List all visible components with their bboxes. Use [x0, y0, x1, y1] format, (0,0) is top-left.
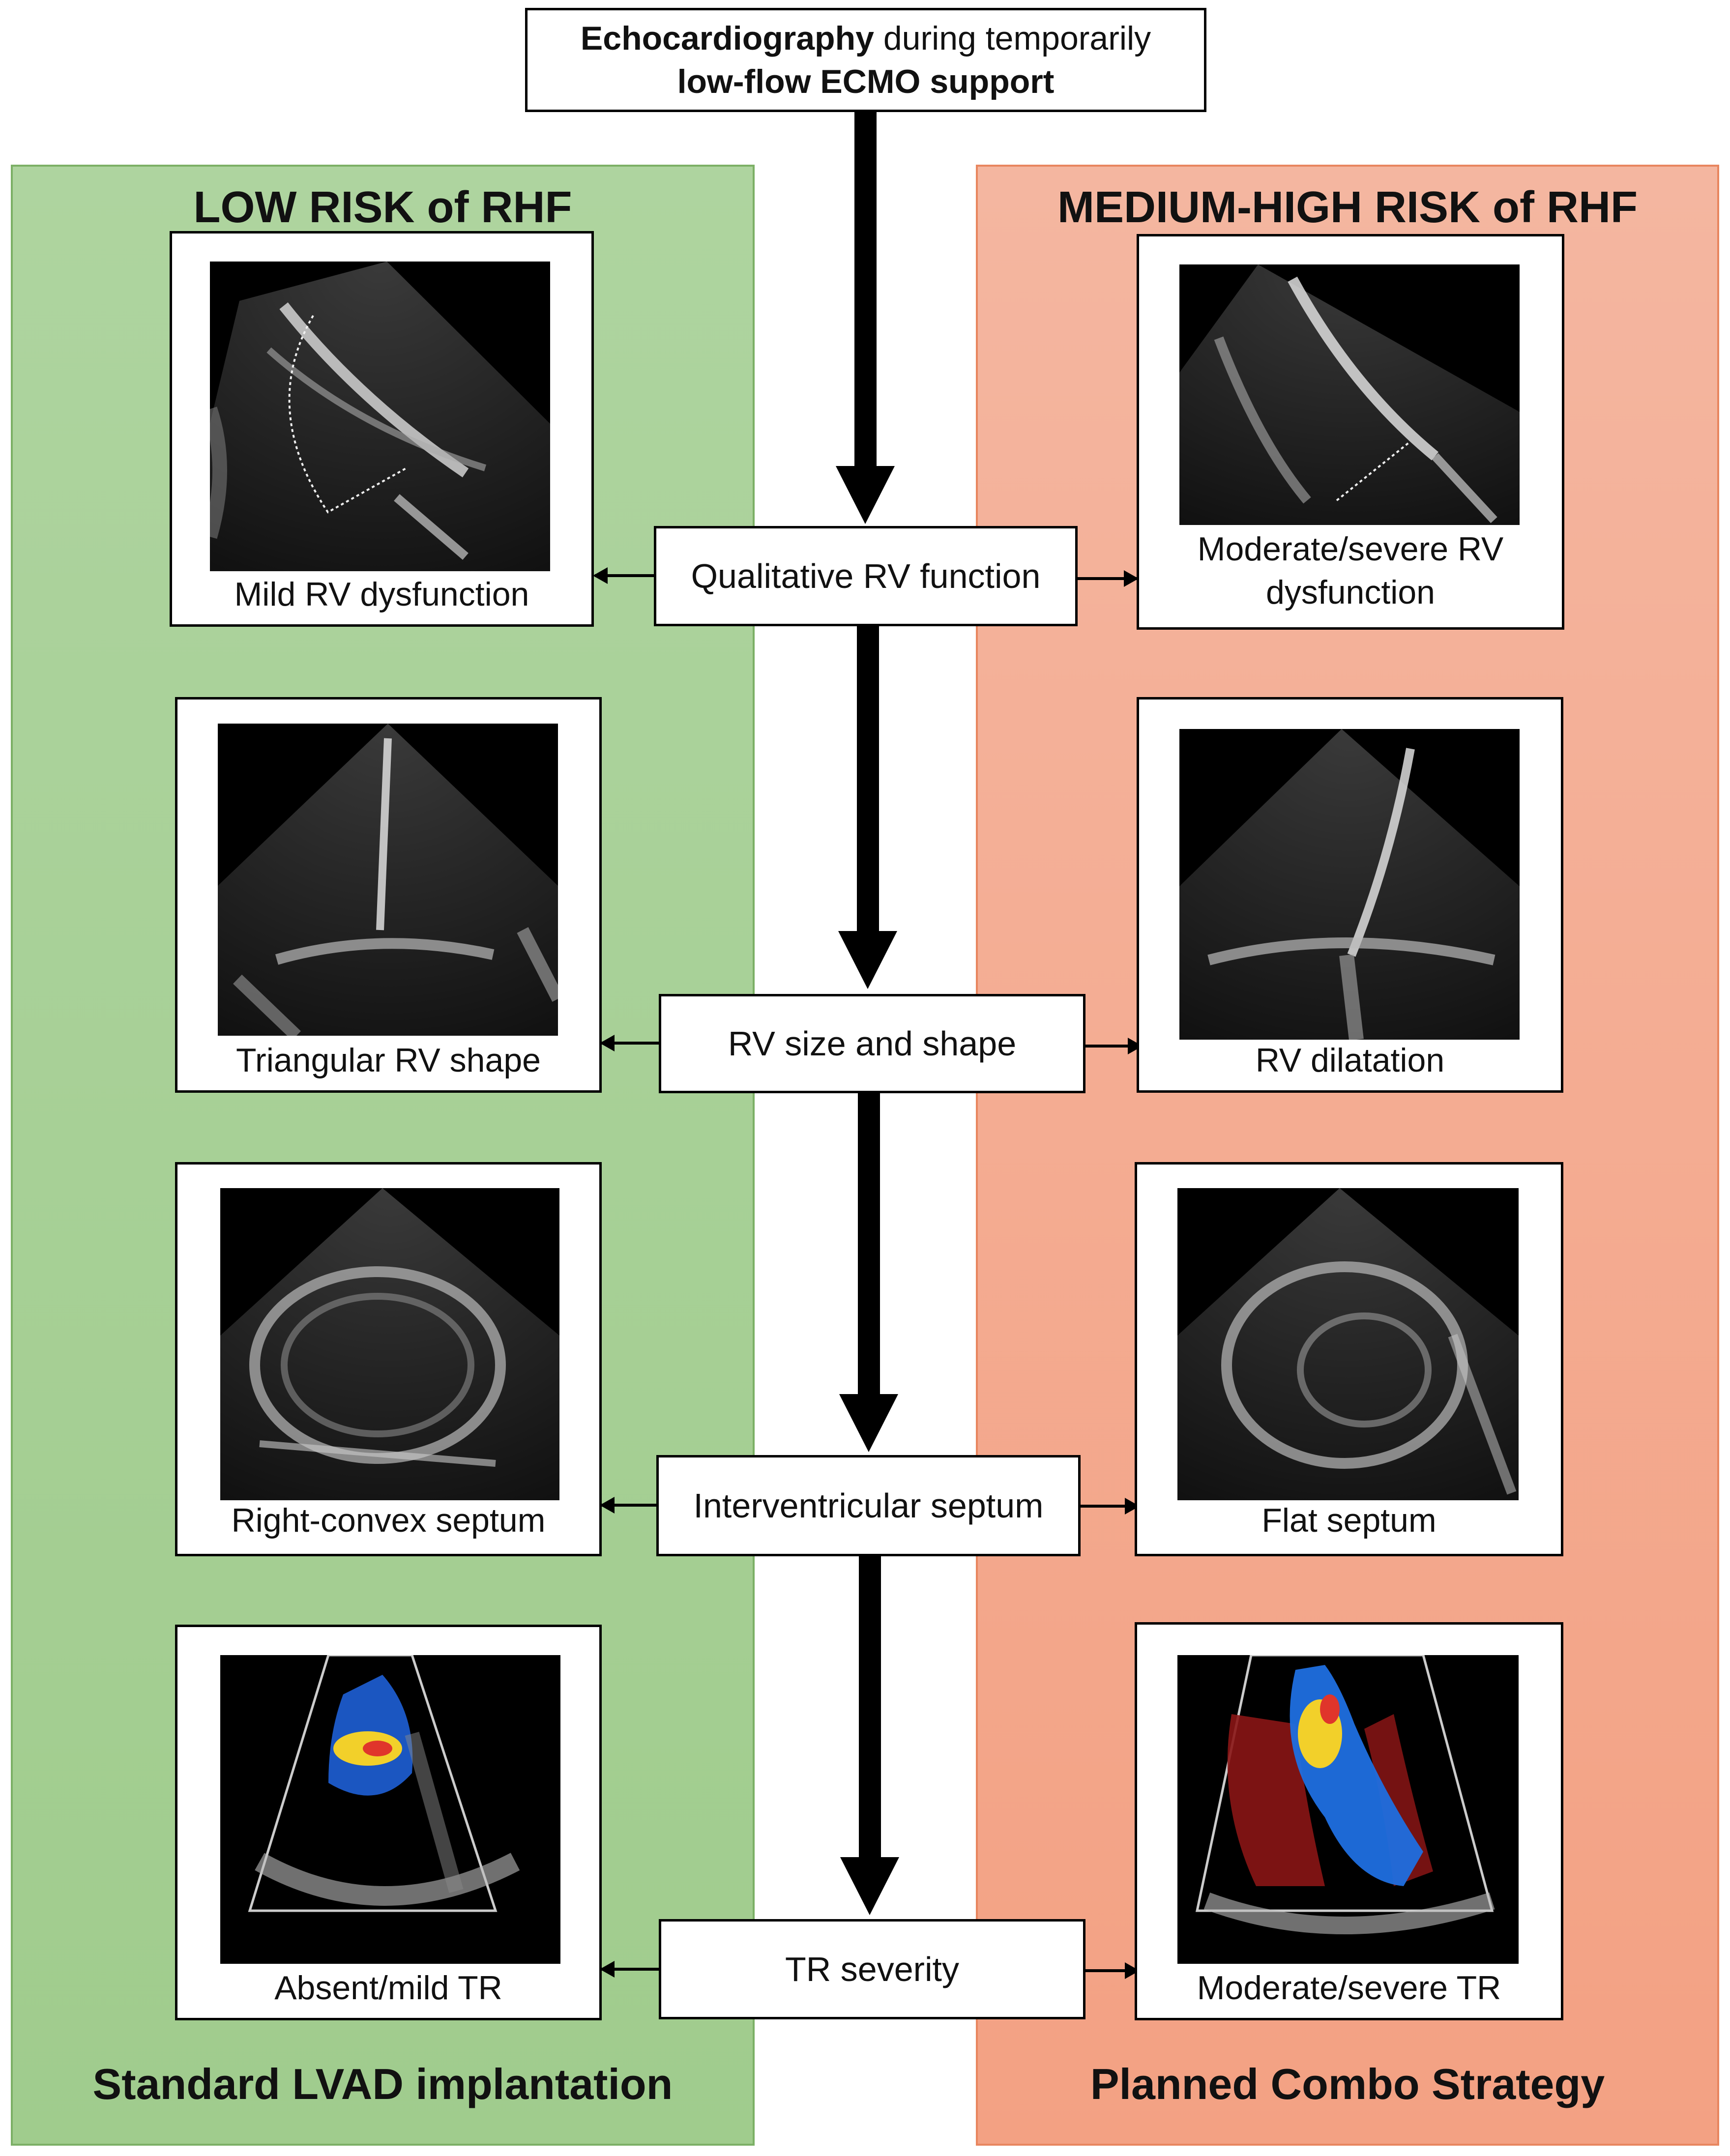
combo-strategy-label: Planned Combo Strategy: [1090, 2060, 1605, 2108]
right-convex-septum-figure: Right-convex septum: [175, 1162, 602, 1556]
flow-arrow-3-shaft: [858, 1093, 880, 1398]
start-line-1-rest: during temporarily: [874, 19, 1151, 57]
start-line-2: low-flow ECMO support: [677, 63, 1055, 100]
tr-severity-label: TR severity: [785, 1950, 959, 1988]
flow-arrow-4-shaft: [859, 1556, 881, 1861]
flow-arrow-4-head: [840, 1857, 899, 1915]
rv-dilatation-figure: RV dilatation: [1137, 697, 1563, 1093]
low-risk-title: LOW RISK of RHF: [193, 183, 572, 232]
standard-lvad-label: Standard LVAD implantation: [92, 2060, 673, 2108]
moderate-severe-rv-dysfunction-figure: Moderate/severe RV dysfunction: [1137, 234, 1564, 630]
arrow-to-dilatation: [1085, 1038, 1143, 1054]
arrow-to-mild-rv: [593, 567, 654, 584]
start-line-1-bold: Echocardiography: [580, 19, 874, 57]
flow-arrow-3-head: [839, 1394, 898, 1452]
arrow-to-triangular: [600, 1035, 659, 1051]
medium-high-risk-title: MEDIUM-HIGH RISK of RHF: [1057, 183, 1638, 232]
absent-mild-tr-caption: Absent/mild TR: [274, 1969, 502, 2007]
rv-dilatation-caption: RV dilatation: [1255, 1042, 1445, 1079]
rv-size-shape-label: RV size and shape: [728, 1024, 1017, 1063]
arrow-to-moderate-rv: [1078, 570, 1139, 587]
echo-image-mild-rv: [210, 262, 550, 571]
echo-image-absent-tr: [220, 1655, 560, 1964]
moderate-severe-tr-caption: Moderate/severe TR: [1197, 1969, 1501, 2007]
echo-image-triangular-rv: [218, 724, 558, 1036]
moderate-severe-rv-dysfunction-caption: Moderate/severe RV dysfunction: [1197, 530, 1504, 612]
flat-septum-figure: Flat septum: [1135, 1162, 1563, 1556]
flow-arrow-1-shaft: [854, 112, 877, 470]
flow-arrow-1-head: [836, 466, 895, 524]
flow-arrow-2-head: [838, 931, 897, 989]
echo-image-moderate-rv: [1179, 264, 1520, 525]
start-line-1: Echocardiography during temporarily: [581, 17, 1151, 60]
arrow-to-absent-tr: [600, 1961, 659, 1978]
qualitative-rv-function-box: Qualitative RV function: [654, 526, 1078, 626]
arrow-to-flat: [1081, 1498, 1140, 1515]
absent-mild-tr-figure: Absent/mild TR: [175, 1625, 602, 2020]
triangular-rv-figure: Triangular RV shape: [175, 697, 602, 1093]
moderate-severe-tr-figure: Moderate/severe TR: [1135, 1622, 1563, 2020]
mild-rv-dysfunction-caption: Mild RV dysfunction: [234, 576, 529, 613]
triangular-rv-caption: Triangular RV shape: [236, 1042, 541, 1079]
interventricular-septum-label: Interventricular septum: [693, 1486, 1044, 1525]
echo-image-right-convex: [220, 1188, 559, 1500]
arrow-to-moderate-tr: [1085, 1962, 1140, 1979]
mild-rv-dysfunction-figure: Mild RV dysfunction: [170, 231, 594, 627]
echo-image-flat-septum: [1177, 1188, 1519, 1500]
rv-size-shape-box: RV size and shape: [659, 994, 1085, 1093]
qualitative-rv-function-label: Qualitative RV function: [691, 556, 1041, 595]
echo-image-rv-dilatation: [1179, 729, 1520, 1040]
interventricular-septum-box: Interventricular septum: [656, 1455, 1081, 1556]
echo-image-moderate-tr: [1177, 1655, 1519, 1964]
right-convex-septum-caption: Right-convex septum: [231, 1502, 546, 1539]
echocardiography-start-box: Echocardiography during temporarily low-…: [525, 8, 1206, 112]
tr-severity-box: TR severity: [659, 1919, 1085, 2019]
arrow-to-right-convex: [600, 1497, 656, 1514]
flow-arrow-2-shaft: [857, 626, 879, 935]
flat-septum-caption: Flat septum: [1261, 1502, 1437, 1539]
